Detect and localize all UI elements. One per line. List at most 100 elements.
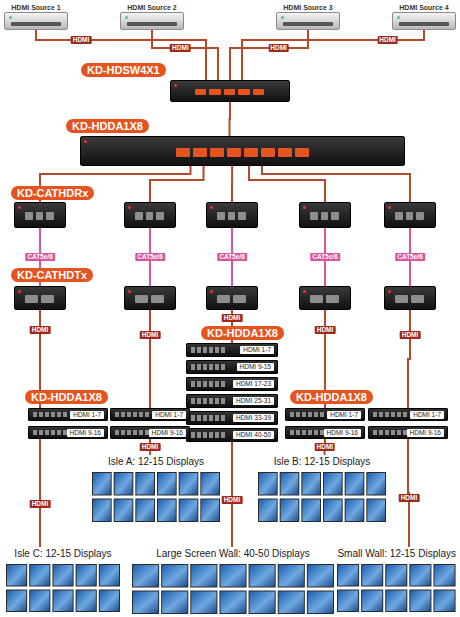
device-label: HDMI Source 1 <box>11 3 60 12</box>
display-frame <box>114 499 134 523</box>
hdmi-port <box>41 295 54 302</box>
display-screen <box>115 500 133 522</box>
source-device: HDMI Source 1 <box>4 12 68 30</box>
display-frame <box>190 564 217 588</box>
cable <box>231 166 233 202</box>
cable-tag: CAT5e/6 <box>25 253 55 261</box>
hdmi-port <box>221 415 225 421</box>
display-screen <box>302 500 320 522</box>
hdmi-port <box>151 295 164 302</box>
front-panel <box>283 22 333 26</box>
hdmi-port <box>278 148 292 157</box>
device-label: HDMI Source 2 <box>127 3 176 12</box>
hdmi-port <box>191 364 195 370</box>
hdmi-port <box>296 430 300 435</box>
hdmi-port <box>25 212 32 220</box>
hdmi-port <box>221 432 225 438</box>
power-led <box>18 290 21 293</box>
cable <box>408 310 410 408</box>
hdmi-port <box>209 347 213 353</box>
hdmi-port <box>195 89 206 96</box>
display-screens <box>256 471 388 523</box>
hdmi-port <box>39 412 43 417</box>
cable-tag: HDMI <box>268 44 289 52</box>
display-frame <box>249 591 276 615</box>
display-screen <box>363 591 383 612</box>
distribution-amp-unit: HDMI 9-15 <box>186 360 278 374</box>
cable <box>249 166 325 202</box>
hdmi-port <box>217 295 230 302</box>
av-device <box>124 202 176 228</box>
hdmi-port <box>385 412 389 417</box>
distribution-amp-unit: HDMI 17-23 <box>186 377 278 391</box>
cable <box>36 30 206 80</box>
display-frame <box>132 564 159 588</box>
display-screens <box>130 563 336 615</box>
hdmi-port <box>296 412 300 417</box>
display-frame <box>434 590 456 613</box>
display-frame <box>278 591 305 615</box>
display-screen <box>250 592 275 614</box>
display-frame <box>337 590 359 613</box>
display-screen <box>308 592 333 614</box>
display-screen <box>220 592 245 614</box>
cable-tag: HDMI <box>400 331 421 339</box>
display-screen <box>387 591 407 612</box>
display-screen <box>387 565 407 586</box>
display-frame <box>157 499 177 523</box>
hdmi-port <box>302 430 306 435</box>
av-device <box>206 202 258 228</box>
distribution-amp-unit: HDMI 9-16 <box>28 426 108 439</box>
hdmi-port <box>191 432 195 438</box>
hdmi-port <box>191 398 195 404</box>
display-frame <box>362 564 384 587</box>
device-label: HDMI Source 4 <box>399 3 448 12</box>
model-label: KD-CATHDRx <box>11 186 94 200</box>
display-screen <box>93 473 111 495</box>
display-screen <box>162 592 187 614</box>
hdmi-port <box>121 430 125 435</box>
display-screen <box>338 565 358 586</box>
display-screen <box>281 473 299 495</box>
hdmi-port <box>203 364 207 370</box>
hdmi-port <box>191 381 195 387</box>
display-screen <box>346 500 364 522</box>
output-range-tag: HDMI 25-31 <box>233 397 274 405</box>
display-screen <box>53 565 72 586</box>
hdmi-port <box>197 347 201 353</box>
display-frame <box>6 590 27 613</box>
hdmi-port <box>310 212 317 220</box>
display-frame <box>99 564 120 587</box>
hdmi-port <box>395 212 402 220</box>
display-frame <box>200 472 220 496</box>
display-screen <box>180 473 198 495</box>
display-screen <box>324 500 342 522</box>
output-range-tag: HDMI 17-23 <box>233 380 274 388</box>
hdmi-port <box>51 412 55 417</box>
display-frame <box>135 499 155 523</box>
display-screen <box>324 473 342 495</box>
display-screen <box>191 565 216 587</box>
cable-tag: HDMI <box>30 500 51 508</box>
display-screen <box>201 500 219 522</box>
display-screen <box>158 500 176 522</box>
device-label: HDMI Source 3 <box>283 3 332 12</box>
distribution-amp-unit: HDMI 1-7 <box>110 408 190 421</box>
display-frame <box>278 564 305 588</box>
power-led <box>303 290 306 293</box>
hdmi-port <box>197 398 201 404</box>
hdmi-port <box>385 430 389 435</box>
hdmi-port <box>215 347 219 353</box>
hdmi-port <box>33 412 37 417</box>
status-led <box>125 16 128 19</box>
distribution-amp-unit: KD-HDDA1X8HDMI 1-7 <box>28 408 108 421</box>
hdmi-port <box>127 430 131 435</box>
distribution-amp-unit: HDMI 9-16 <box>285 426 365 439</box>
display-frame <box>219 564 246 588</box>
hdmi-port <box>133 430 137 435</box>
hdmi-port <box>193 148 207 157</box>
display-screen <box>30 565 49 586</box>
display-screens <box>4 563 122 613</box>
power-led <box>18 206 21 209</box>
hdmi-port <box>403 412 407 417</box>
